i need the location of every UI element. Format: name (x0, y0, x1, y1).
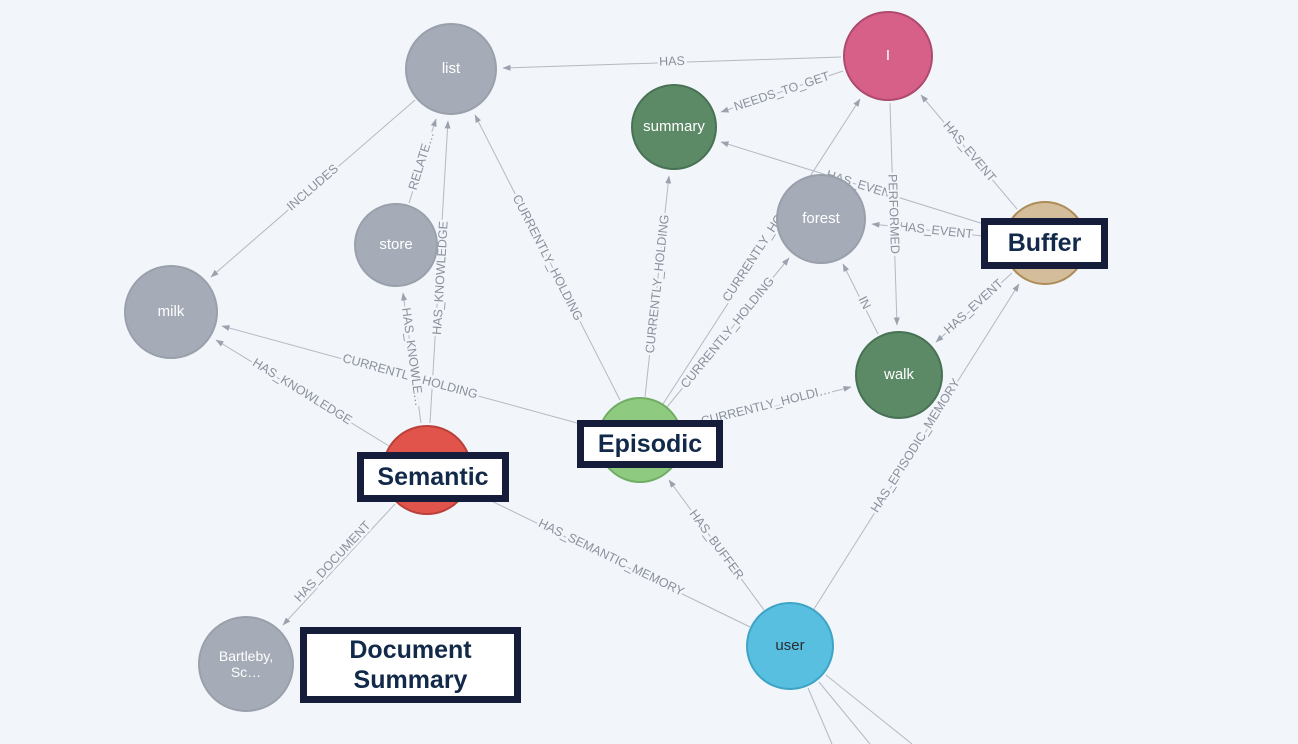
edge-has-knowledge-2-line (401, 292, 422, 424)
edge-has-semantic-memory-line (472, 491, 751, 628)
node-store-label: store (379, 236, 413, 254)
node-milk[interactable]: milk (124, 265, 218, 359)
node-store[interactable]: store (354, 203, 438, 287)
node-i[interactable]: I (843, 11, 933, 101)
annotation-episodic: Episodic (577, 420, 723, 468)
edge-has-label: HAS (659, 54, 685, 69)
node-forest[interactable]: forest (776, 174, 866, 264)
annotation-semantic-label: Semantic (377, 462, 489, 491)
edge-currently-holding-1-line (474, 114, 621, 401)
edge-has-event-1-line (920, 94, 1018, 210)
node-user[interactable]: user (746, 602, 834, 690)
annotation-buffer: Buffer (981, 218, 1108, 269)
edge-has-buffer-line (668, 479, 765, 611)
edge-currently-holding-1-label: CURRENTLY_HOLDING (510, 192, 586, 323)
edge-has-document-line (282, 503, 396, 626)
edge-offscreen-3-line (825, 674, 913, 744)
edge-has-document-label: HAS_DOCUMENT (292, 518, 374, 605)
annotation-document-summary: Document Summary (300, 627, 521, 703)
edge-has-knowledge-1-line (429, 120, 451, 424)
edge-has-event-4-label: HAS_EVENT (941, 276, 1006, 336)
node-summary-label: summary (643, 118, 705, 136)
edge-currently-holding-4-line (662, 98, 861, 405)
edge-includes-line (210, 99, 416, 278)
edge-in-line (842, 263, 879, 335)
node-walk[interactable]: walk (855, 331, 943, 419)
edge-currently-holding-3-line (666, 257, 790, 408)
node-milk-label: milk (157, 303, 185, 321)
node-summary[interactable]: summary (631, 84, 717, 170)
edge-has-event-3-label: HAS_EVENT (898, 219, 974, 241)
node-list[interactable]: list (405, 23, 497, 115)
edge-has-line (502, 56, 842, 71)
node-list-label: list (441, 60, 461, 78)
annotation-semantic: Semantic (357, 452, 509, 502)
edge-has-episodic-memory-line (813, 283, 1020, 610)
edge-needs-to-get-line (720, 70, 844, 113)
node-document-summary-label-line2: Sc… (230, 664, 262, 680)
edge-currently-holding-2-line (644, 175, 672, 398)
annotation-document-summary-line1: Document (349, 635, 472, 664)
edge-currently-holding-2-label: CURRENTLY_HOLDING (643, 214, 672, 354)
edge-relates-label: RELATE… (406, 130, 437, 192)
node-i-label: I (885, 47, 891, 65)
edge-includes-label: INCLUDES (284, 161, 341, 213)
annotation-episodic-label: Episodic (597, 429, 703, 458)
edge-performed-label: PERFORMED (885, 174, 902, 254)
node-walk-label: walk (883, 366, 914, 384)
edge-has-event-4-line (935, 272, 1013, 343)
node-user-label: user (775, 637, 805, 655)
edge-offscreen-1-line (807, 687, 833, 744)
annotation-document-summary-line2: Summary (353, 666, 468, 694)
edge-in-label: IN (856, 294, 874, 311)
edge-offscreen-2-line (818, 681, 871, 744)
edge-has-knowledge-2-label: HAS_KNOWLE… (399, 307, 426, 407)
edge-needs-to-get-label: NEEDS_TO_GET (732, 69, 831, 114)
node-document-summary-label-line1: Bartleby, (218, 647, 274, 664)
edge-lines (210, 56, 1020, 744)
edge-relates-line (408, 118, 437, 204)
edge-has-semantic-memory-label: HAS_SEMANTIC_MEMORY (536, 516, 687, 599)
node-forest-label: forest (802, 210, 840, 228)
edge-has-knowledge-3-label: HAS_KNOWLEDGE (250, 356, 354, 428)
edge-has-event-1-label: HAS_EVENT (940, 119, 999, 185)
node-document-summary[interactable]: Bartleby, Sc… (198, 616, 294, 712)
edge-labels: HAS NEEDS_TO_GET HAS_EVENT HAS_EVENT HAS… (248, 51, 1009, 607)
annotation-buffer-label: Buffer (1007, 229, 1082, 258)
edge-has-buffer-label: HAS_BUFFER (687, 507, 747, 582)
edge-has-knowledge-3-line (215, 339, 390, 447)
edge-has-event-2-line (720, 141, 1004, 231)
edge-currently-holding-6-line (221, 325, 600, 430)
edge-performed-line (889, 102, 900, 326)
